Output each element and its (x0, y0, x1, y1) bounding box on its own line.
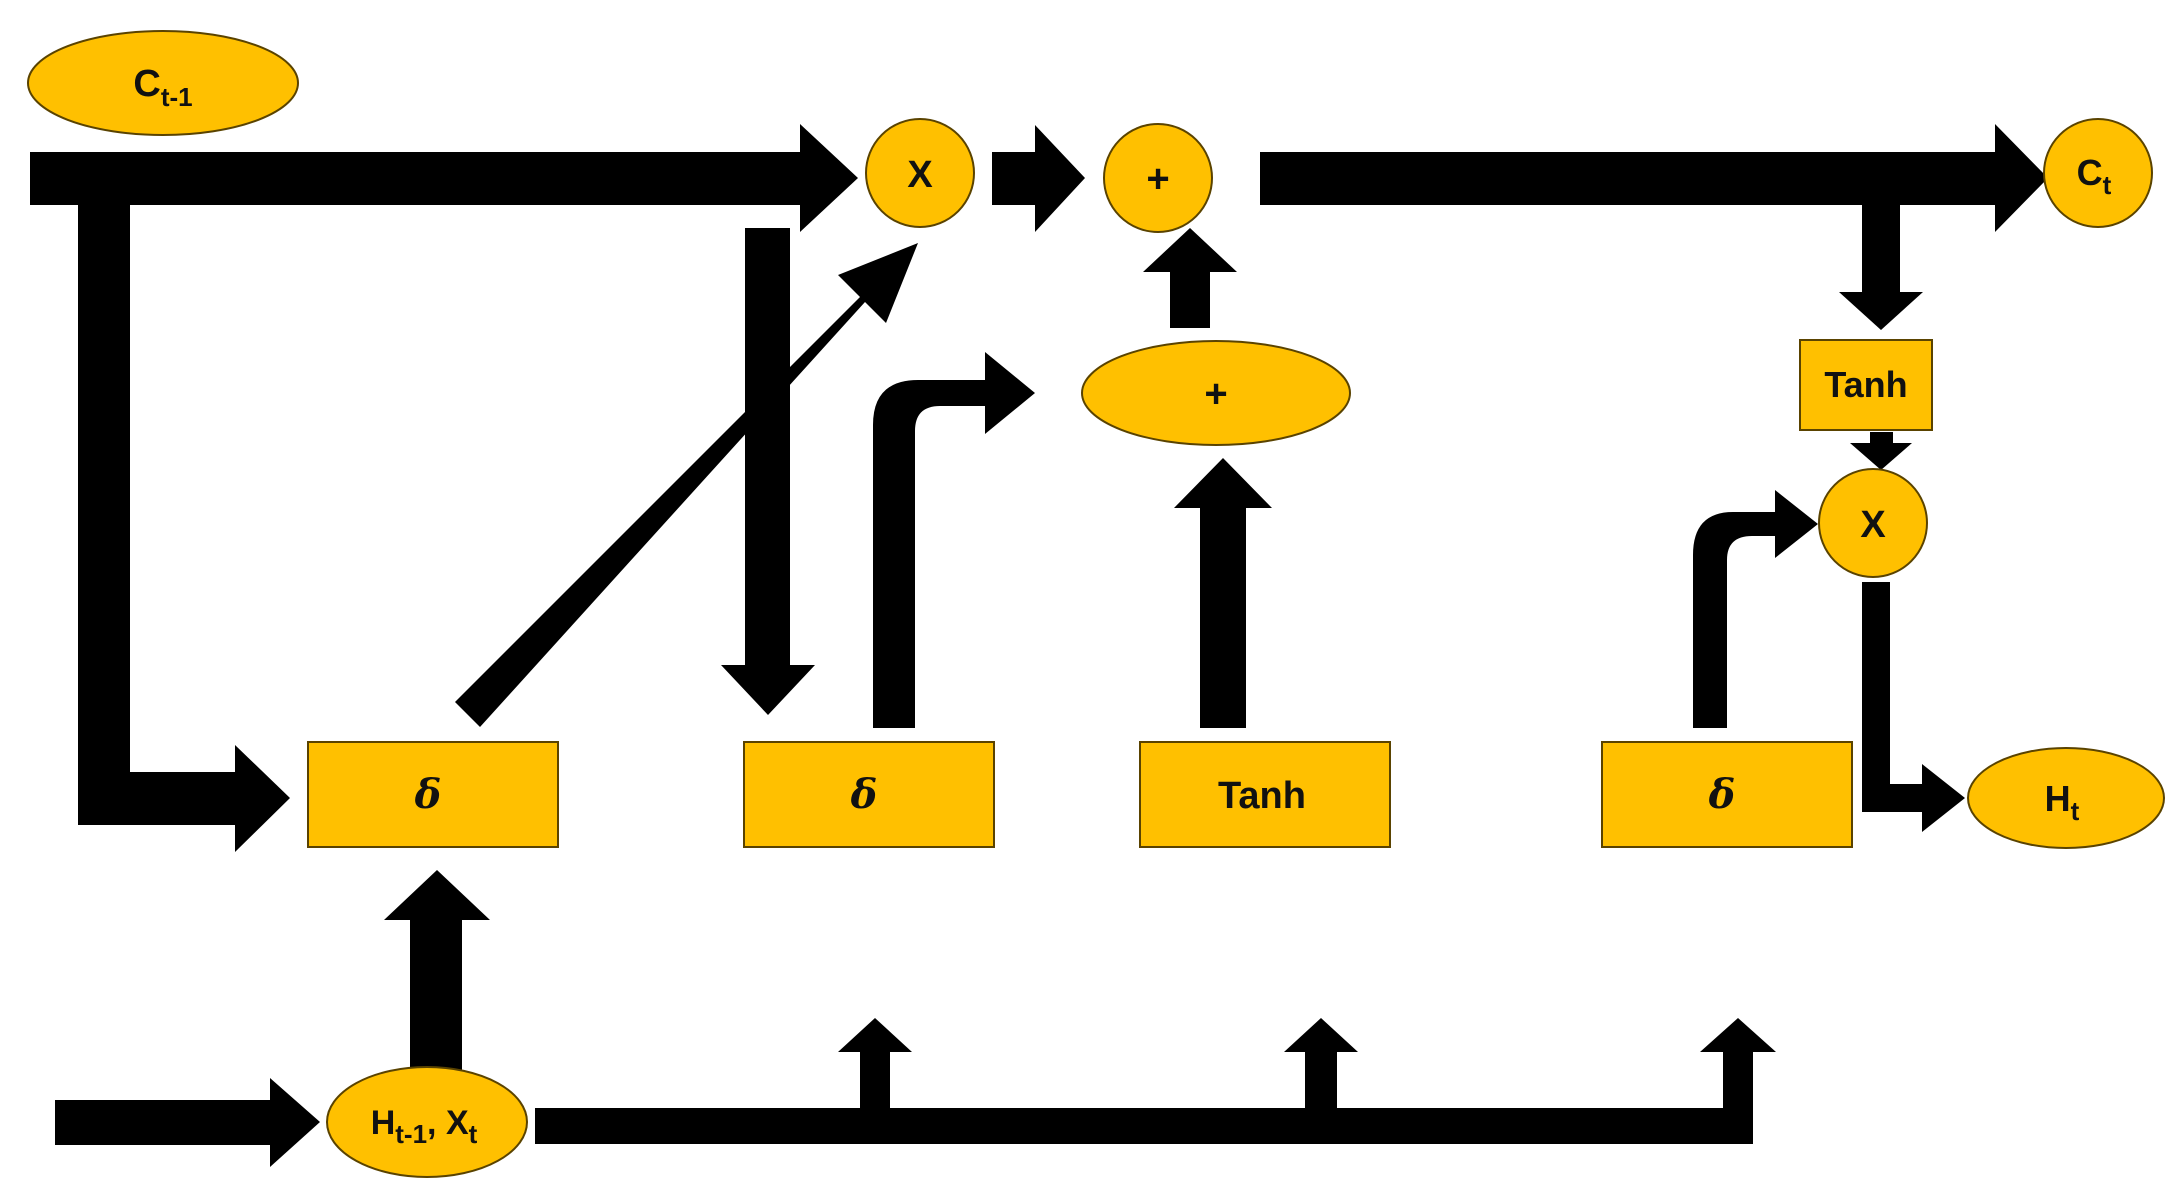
arrow-left-vertical-branch (78, 178, 130, 798)
arrows (30, 124, 2048, 1167)
node-h-next-label: H (2045, 778, 2071, 819)
arrow-multiply-to-add (992, 125, 1085, 232)
node-output-multiply-label: X (1860, 504, 1886, 546)
arrow-cell-state-to-forget-multiply (30, 124, 858, 232)
node-c-prev: Ct-1 (27, 30, 299, 136)
arrow-bus-to-tanh-candidate (1284, 1018, 1358, 1112)
arrow-input-into-h-x (55, 1078, 320, 1167)
node-input-h-x: Ht-1, Xt (326, 1066, 528, 1178)
arrow-tanh-to-output-multiply (1850, 432, 1912, 470)
node-candidate-add: + (1081, 340, 1351, 446)
node-c-next-label: C (2077, 152, 2103, 193)
arrow-output-gate-to-output-multiply (1693, 490, 1818, 728)
node-gate-input: δ (743, 741, 995, 848)
arrow-input-gate-to-candidate-add (873, 352, 1035, 728)
node-gate-output: δ (1601, 741, 1853, 848)
node-cell-add: + (1103, 123, 1213, 233)
node-cell-add-label: + (1146, 157, 1169, 201)
arrow-output-multiply-to-h-next (1862, 582, 1965, 832)
svg-text:Ct-1: Ct-1 (133, 63, 192, 112)
node-h-next: Ht (1967, 747, 2165, 849)
node-c-prev-label: C (133, 63, 160, 105)
node-input-x-label: X (446, 1104, 469, 1142)
node-input-x-subscript: t (469, 1119, 478, 1149)
arrow-candidate-add-to-cell-add (1143, 228, 1237, 328)
node-input-h-label: H (371, 1104, 396, 1142)
node-tanh-out: Tanh (1799, 339, 1933, 431)
node-output-multiply: X (1818, 468, 1928, 578)
arrow-h-x-to-forget-gate (384, 870, 490, 1070)
arrow-bus-to-output-gate (1700, 1018, 1776, 1144)
node-c-prev-subscript: t-1 (161, 82, 193, 112)
node-tanh-candidate-label: Tanh (1218, 775, 1306, 817)
node-gate-forget-label: δ (414, 771, 442, 818)
arrow-branch-to-forget-gate (78, 745, 290, 852)
arrow-bottom-bus (535, 1108, 1753, 1144)
node-gate-forget: δ (307, 741, 559, 848)
arrow-bus-to-input-gate (838, 1018, 912, 1112)
node-h-next-subscript: t (2071, 796, 2080, 826)
arrow-cell-to-tanh-out (1839, 205, 1923, 330)
node-candidate-add-label: + (1204, 372, 1227, 416)
arrow-add-to-c-next (1260, 124, 2048, 232)
svg-text:Ht-1, Xt: Ht-1, Xt (371, 1104, 478, 1149)
node-c-next-subscript: t (2103, 170, 2112, 200)
svg-text:Ht: Ht (2045, 778, 2080, 826)
node-input-separator: , (427, 1104, 446, 1142)
node-input-h-subscript: t-1 (395, 1119, 427, 1149)
node-tanh-out-label: Tanh (1824, 364, 1907, 405)
svg-text:Ct: Ct (2077, 152, 2112, 200)
arrow-cell-down-to-input-region (721, 228, 815, 715)
node-forget-multiply: X (865, 118, 975, 228)
arrow-tanh-candidate-to-candidate-add (1174, 458, 1272, 728)
nodes: Ct-1 X + Ct + Tanh (27, 30, 2165, 1178)
node-tanh-candidate: Tanh (1139, 741, 1391, 848)
node-forget-multiply-label: X (907, 154, 933, 196)
node-gate-output-label: δ (1708, 771, 1736, 818)
node-gate-input-label: δ (850, 771, 878, 818)
arrow-forget-gate-to-forget-multiply (455, 243, 918, 727)
node-c-next: Ct (2043, 118, 2153, 228)
